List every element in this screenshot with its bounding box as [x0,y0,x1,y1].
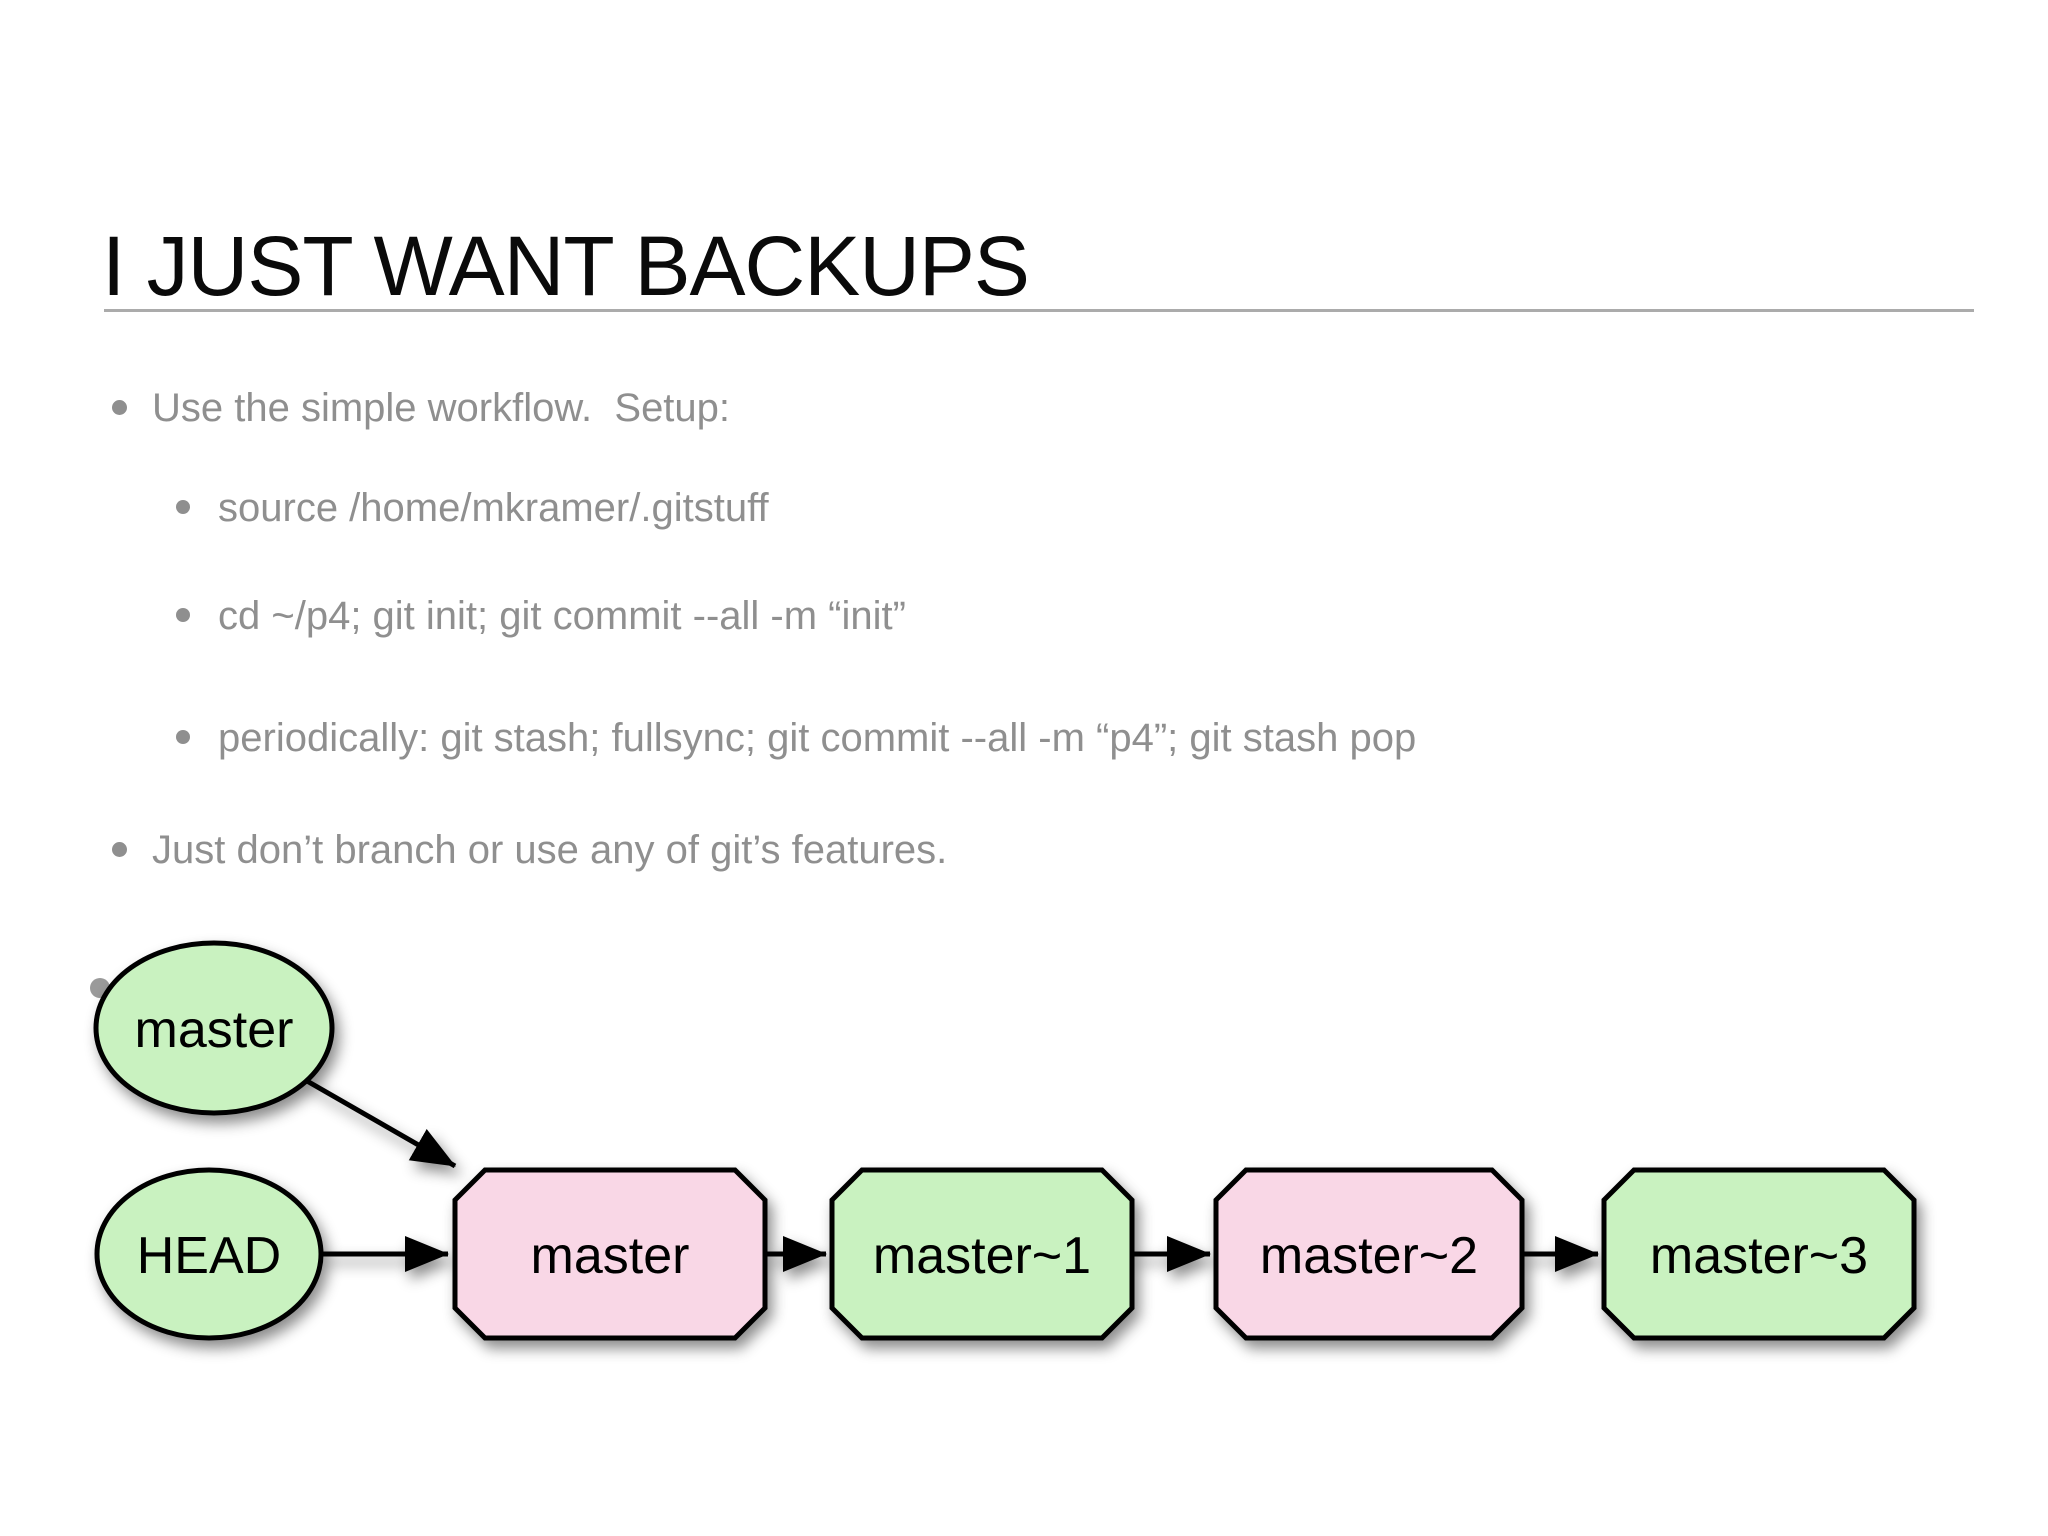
node-label-commit-master-2: master~2 [1260,1227,1478,1285]
bullet-item: Just don’t branch or use any of git’s fe… [112,826,947,874]
bullet-text: source /home/mkramer/.gitstuff [218,486,769,530]
title-divider [104,309,1974,312]
node-label-ref-master: master [135,1001,294,1059]
bullet-dot [176,500,190,514]
bullet-dot [176,730,190,744]
bullet-dot [112,400,127,415]
node-commit-master-1 [829,1167,1135,1341]
bullet-text: Use the simple workflow. Setup: [152,386,731,430]
bullet-item: Use the simple workflow. Setup: [112,384,730,432]
node-label-commit-master-3: master~3 [1650,1227,1868,1285]
bullet-item: cd ~/p4; git init; git commit --all -m “… [176,592,906,640]
slide-title: I JUST WANT BACKUPS [102,219,1030,314]
bullet-dot [176,608,190,622]
bullet-item: source /home/mkramer/.gitstuff [176,484,769,532]
bullet-item: periodically: git stash; fullsync; git c… [176,714,1416,762]
node-commit-master-2 [1213,1167,1525,1341]
bullet-text: cd ~/p4; git init; git commit --all -m “… [218,594,906,638]
node-ref-master [93,940,335,1116]
node-label-commit-master: master [531,1227,690,1285]
node-label-commit-master-1: master~1 [873,1227,1091,1285]
node-commit-master [452,1167,768,1341]
node-label-ref-head: HEAD [137,1227,281,1285]
node-ref-head [94,1167,324,1341]
node-commit-master-3 [1601,1167,1917,1341]
bullet-text: Just don’t branch or use any of git’s fe… [152,828,948,872]
bullet-dot [112,842,127,857]
edge-master-to-commit [305,1078,457,1169]
bullet-text: periodically: git stash; fullsync; git c… [218,716,1417,760]
